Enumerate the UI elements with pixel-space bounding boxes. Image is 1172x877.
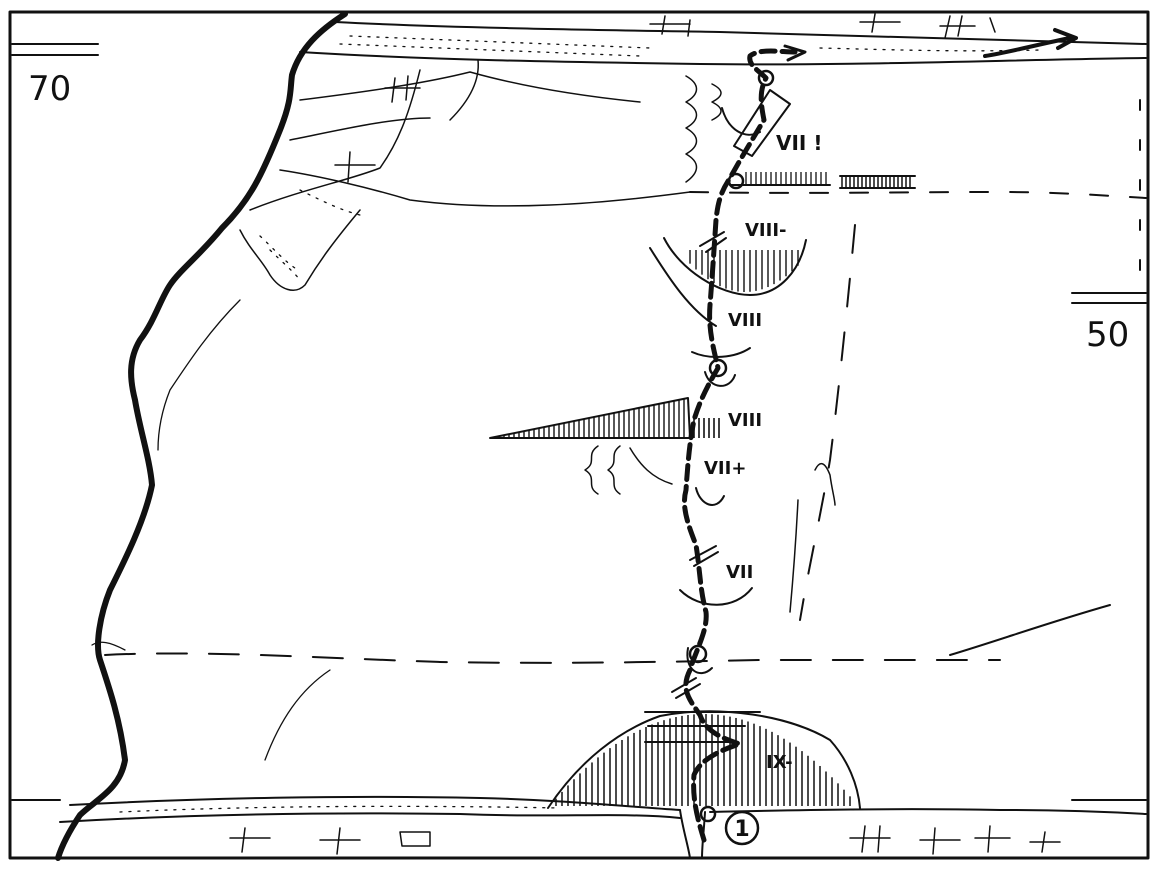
right-crack-dashed: [799, 224, 856, 621]
grade-label-pitch-top: VII !: [776, 131, 822, 155]
grade-label-vii: VII: [726, 562, 753, 583]
belay-station-start: [699, 805, 717, 823]
grade-label-vii-plus: VII+: [704, 458, 746, 479]
belay-station-2: [727, 172, 745, 190]
grade-label-viii-minus: VIII-: [745, 220, 787, 241]
belay-station-4: [688, 644, 708, 664]
grade-label-viii-roof: VIII: [728, 410, 762, 431]
route-line: [681, 48, 798, 843]
grade-label-ix-minus: IX-: [766, 752, 793, 773]
viii-roof: [489, 397, 725, 506]
height-marker-50: 50: [1071, 292, 1147, 355]
height-label-70: 70: [28, 69, 71, 109]
middle-break-line: [104, 652, 1001, 664]
big-roof-hatching: [493, 398, 720, 438]
bottom-overhang: [547, 710, 861, 809]
route-number: 1: [734, 817, 749, 842]
bottom-ledge-band: [59, 795, 1147, 859]
height-label-50: 50: [1086, 315, 1129, 355]
arete-outline: [55, 11, 348, 861]
route-number-badge: 1: [724, 810, 760, 846]
bowl-hatching: [689, 250, 799, 292]
upper-break-line: [689, 191, 1147, 199]
roof-hatching: [745, 172, 911, 188]
height-marker-70: 70: [11, 43, 99, 109]
grade-label-viii-upper: VIII: [728, 310, 762, 331]
bulge-hatching: [555, 714, 851, 806]
belay-station-3: [708, 358, 728, 378]
belay-station-top: [757, 69, 775, 87]
top-ledge-band: [239, 13, 1147, 291]
exit-arrow: [983, 36, 1072, 58]
topo-frame: [8, 10, 1150, 860]
